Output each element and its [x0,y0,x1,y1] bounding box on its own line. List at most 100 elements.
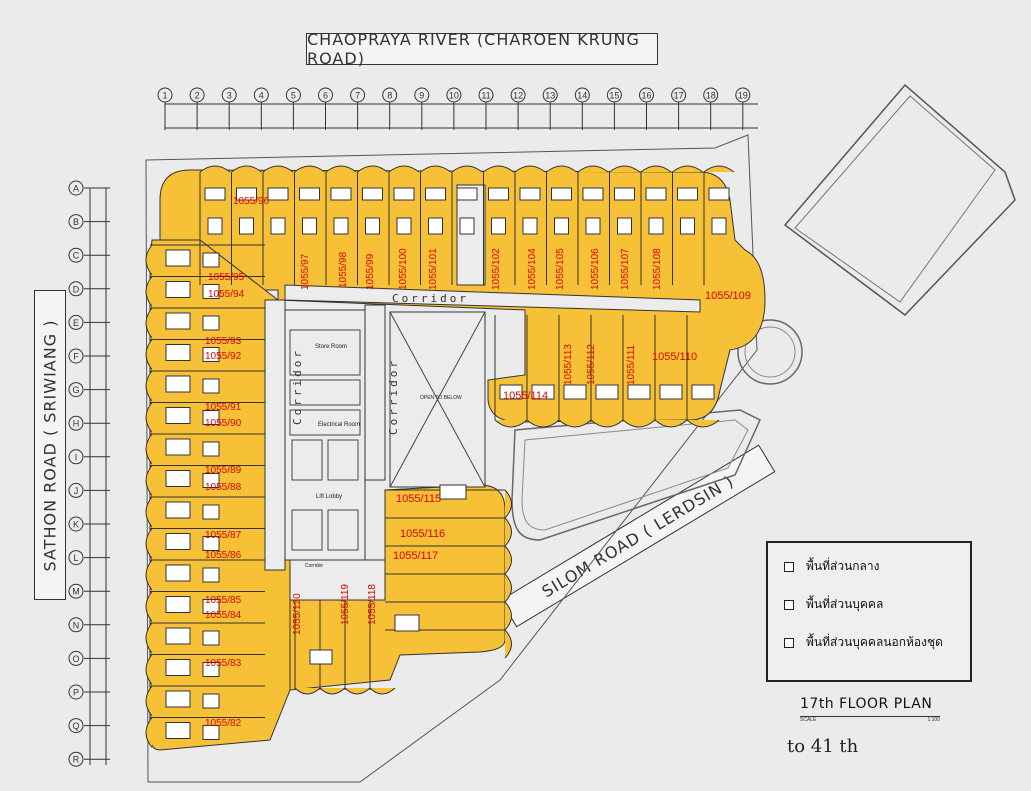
unit-tag [394,614,420,632]
roundabout [737,319,803,385]
small-corridor-label: Corridor [305,563,324,569]
unit-label: 1055/95 [208,272,245,283]
unit-label: 1055/99 [365,253,376,290]
row-bubble [68,214,84,230]
row-bubble [68,650,84,666]
bathroom-block [270,217,286,235]
row-bubble [68,415,84,431]
unit-label: 1055/115 [396,493,442,505]
unit-tag [165,407,191,424]
bathroom-block [202,410,220,425]
unit-label: 1055/107 [620,248,631,290]
unit-label: 1055/88 [205,482,242,493]
bathroom-block [202,473,220,488]
row-bubble-label: I [75,452,78,462]
bathroom-block [617,217,632,235]
bathroom-block [202,315,220,331]
unit-tag [267,187,289,201]
column-bubble-label: 16 [641,91,651,101]
unit-tag [165,312,191,330]
unit-label: 1055/90 [205,418,242,429]
bathroom-block [554,217,569,235]
bathroom-block [428,217,443,235]
site-boundary [145,134,758,783]
legend: พื้นที่ส่วนกลาง พื้นที่ส่วนบุคคล พื้นที่… [766,541,972,682]
unit-tag [456,187,478,201]
unit-tag [165,501,191,519]
main-corridor [284,284,701,313]
unit-tag [582,187,604,201]
unit-label: 1055/110 [652,351,698,363]
bathroom-block [491,217,506,235]
row-bubble-label: H [73,419,80,429]
unit-tag [165,533,191,550]
unit-tag [677,187,698,201]
unit-tag [165,659,191,676]
bathroom-block [202,693,220,709]
unit-tag [165,281,191,298]
row-bubble [68,684,84,700]
chaopraya-river-label: CHAOPRAYA RIVER (CHAROEN KRUNG ROAD) [306,30,658,68]
bathroom-block [585,217,601,235]
corridor-label-main: Corridor [392,292,469,305]
row-bubble-label: D [73,284,80,294]
row-bubble [68,449,84,465]
unit-tag [531,384,555,400]
unit-tag [299,187,320,201]
column-bubble-label: 13 [545,91,555,101]
bathroom-block [202,347,220,362]
unit-label: 1055/104 [527,248,538,290]
unit-label: 1055/102 [491,248,502,290]
bathroom-block [202,536,220,551]
bathroom-block [202,725,220,740]
row-bubble [68,281,84,297]
column-bubble-label: 1 [162,91,167,101]
corridor-label-right: Corridor [386,358,400,435]
unit-tag [393,187,415,201]
unit-tag [362,187,383,201]
unit-label: 1055/85 [205,595,242,606]
unit-label: 1055/87 [205,530,242,541]
unit-label: 1055/98 [338,251,349,288]
unit-tag [519,187,541,201]
row-bubble-label: M [72,587,80,597]
bathroom-block [207,217,223,235]
unit-label: 1055/108 [652,248,663,290]
unit-label: 1055/112 [586,344,597,385]
right-corridor [364,304,386,481]
unit-tag [499,384,523,400]
unit-tag [551,187,572,201]
unit-tag [330,187,352,201]
unit-label: 1055/92 [205,351,242,362]
unit-label: 1055/83 [205,658,242,669]
unit-tag [165,438,191,456]
row-bubble [68,751,84,767]
plan-title: 17th FLOOR PLAN [800,696,933,712]
row-bubble-label: R [73,755,80,765]
bathroom-block [302,217,317,235]
unit-tag [165,249,191,267]
legend-item-private-outside: พื้นที่ส่วนบุคคลนอกห้องชุด [784,633,943,652]
row-bubble-label: P [73,688,79,698]
row-bubble [68,718,84,734]
column-bubble-label: 7 [355,91,360,101]
bathroom-block [202,504,220,520]
row-bubble-label: L [73,553,78,563]
unit-tag [614,187,635,201]
bathroom-block [202,662,220,677]
electrical-room-label: Electrical Room [318,422,361,428]
unit-label: 1055/105 [555,248,566,290]
unit-label: 1055/97 [300,253,311,290]
unit-label: 1055/86 [205,550,242,561]
unit-tag [204,187,226,201]
unit-tag [165,470,191,487]
row-bubble [68,180,84,196]
unit-tag [165,564,191,582]
bathroom-block [333,217,349,235]
row-bubble-label: O [72,654,79,664]
column-bubble-label: 10 [449,91,459,101]
bathroom-block [396,217,412,235]
